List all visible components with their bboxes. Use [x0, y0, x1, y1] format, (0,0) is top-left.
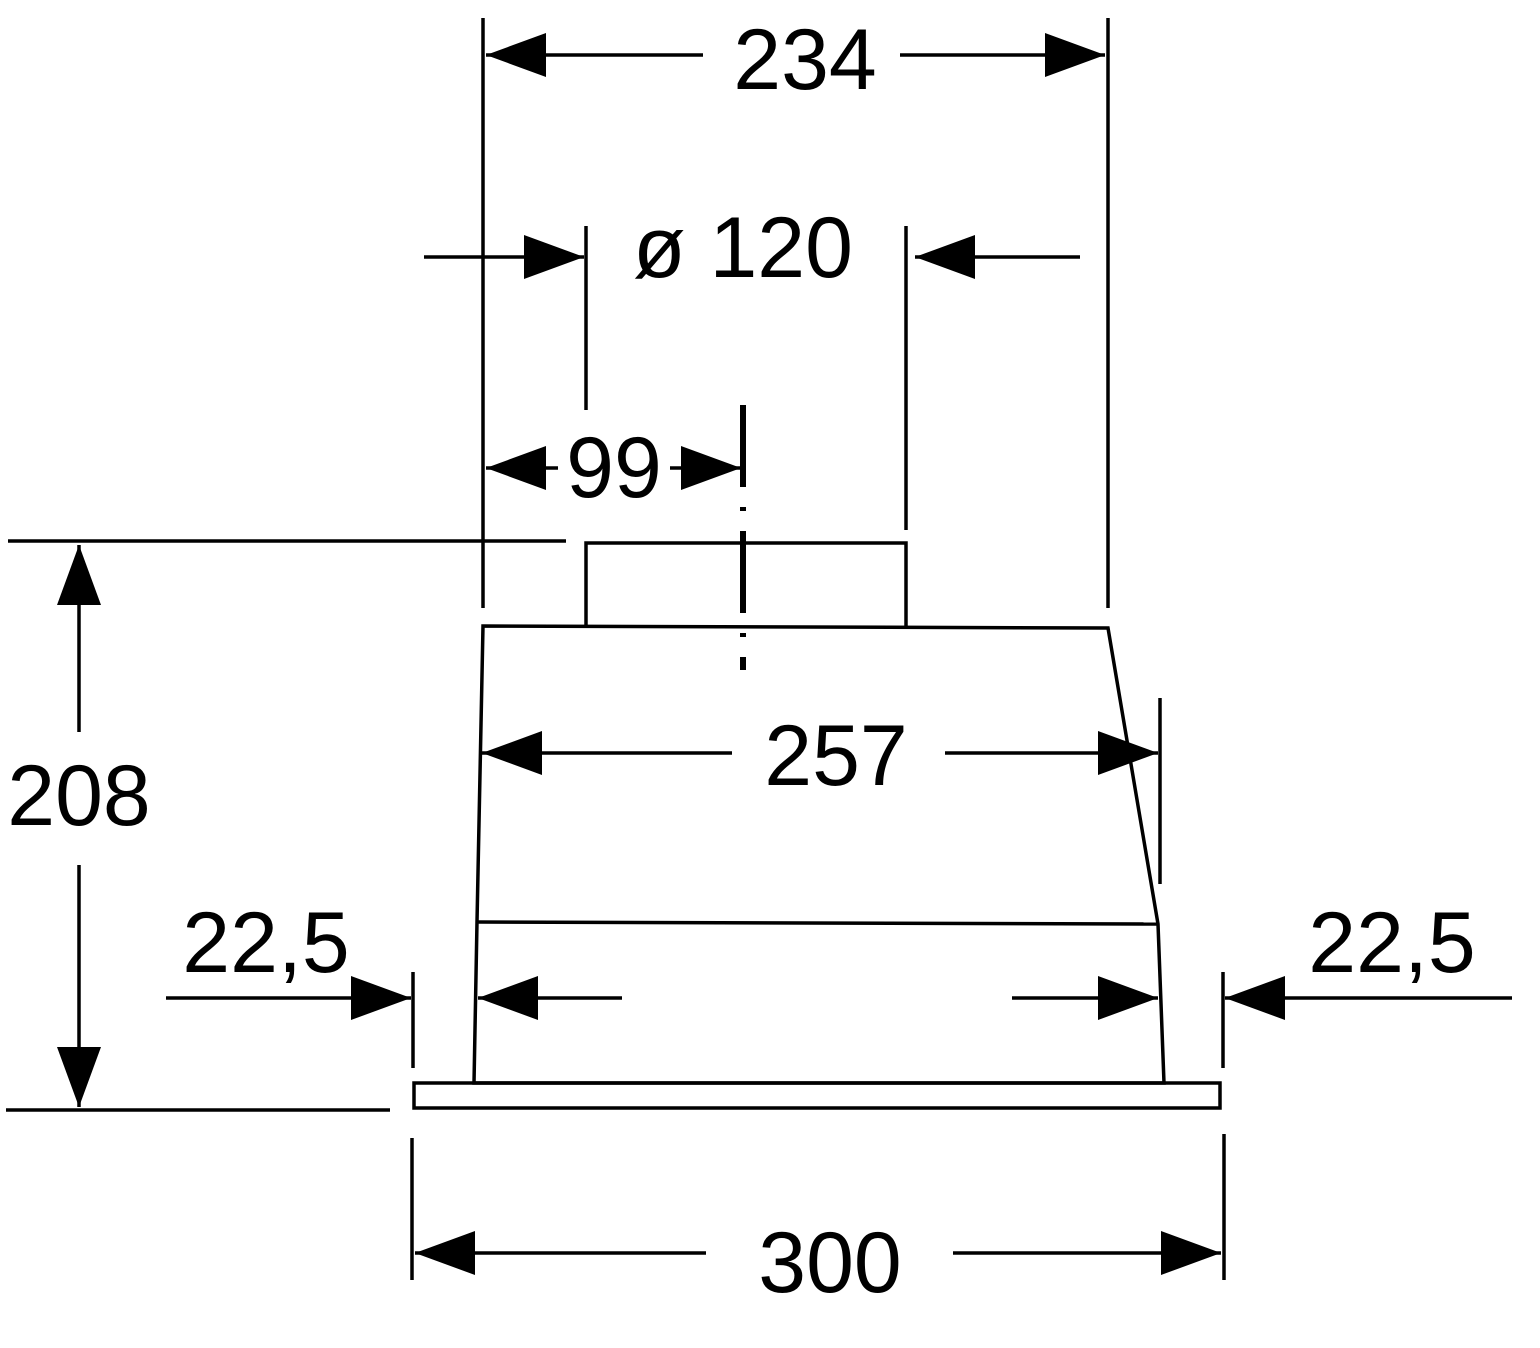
filter-divider-line	[476, 920, 1159, 926]
dim-label-total-width: 300	[758, 1215, 902, 1311]
dimension-height: 208	[7, 545, 151, 1107]
hood-housing	[472, 624, 1166, 1085]
dim-label-top-width: 234	[733, 12, 877, 108]
dimension-total-width: 300	[415, 1215, 1221, 1311]
dimension-top-width: 234	[486, 12, 1105, 108]
dim-label-side-left: 22,5	[182, 895, 349, 991]
extension-lines	[6, 18, 1226, 1280]
dimension-duct-offset: 99	[486, 420, 741, 516]
dim-label-height: 208	[7, 748, 151, 844]
dimension-inner-width: 257	[482, 708, 1158, 804]
dimension-side-right: 22,5	[1012, 895, 1512, 1020]
dim-label-duct-offset: 99	[566, 420, 662, 516]
dim-label-duct-diameter: ø 120	[633, 200, 853, 296]
hood-body	[412, 405, 1222, 1110]
dimension-side-left: 22,5	[166, 895, 622, 1020]
dim-label-inner-width: 257	[764, 708, 908, 804]
dim-label-side-right: 22,5	[1308, 895, 1475, 991]
dimension-duct-diameter: ø 120	[424, 200, 1080, 296]
front-panel	[412, 1081, 1222, 1110]
